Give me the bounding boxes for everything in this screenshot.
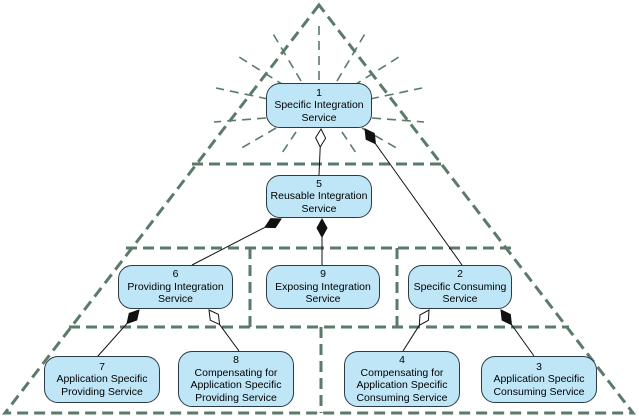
node-application-specific-consuming-service[interactable]: 3 Application Specific Consuming Service <box>481 356 597 403</box>
node-label: Exposing Integration <box>275 280 371 293</box>
connector-n4-n2 <box>402 324 420 352</box>
node-reusable-integration-service[interactable]: 5 Reusable Integration Service <box>266 175 372 218</box>
open-diamond-icon <box>418 309 430 327</box>
node-label: Providing Integration <box>127 280 224 293</box>
filled-diamond-icon <box>126 309 140 325</box>
node-specific-consuming-service[interactable]: 2 Specific Consuming Service <box>408 265 512 309</box>
node-number: 6 <box>172 268 179 281</box>
node-label: Consuming Service <box>356 391 448 404</box>
node-compensating-consuming-service[interactable]: 4 Compensating for Application Specific … <box>344 351 460 407</box>
connector-n3-n2 <box>511 324 535 357</box>
node-label: Specific Consuming <box>413 280 507 293</box>
node-compensating-providing-service[interactable]: 8 Compensating for Application Specific … <box>178 351 294 407</box>
node-label: Specific Integration <box>274 99 364 112</box>
node-label: Application Specific <box>190 379 282 391</box>
node-label: Service <box>305 293 341 306</box>
node-label: Application Specific <box>56 373 148 386</box>
node-label: Compensating for <box>360 366 444 379</box>
node-specific-integration-service[interactable]: 1 Specific Integration Service <box>266 83 372 128</box>
node-label: Compensating for <box>194 366 278 379</box>
open-diamond-icon <box>315 127 327 149</box>
apex-ray <box>336 31 367 82</box>
apex-rays <box>213 24 425 157</box>
node-number: 1 <box>316 86 322 99</box>
apex-ray <box>369 87 423 100</box>
node-number: 2 <box>457 268 463 281</box>
node-number: 4 <box>399 354 405 366</box>
node-number: 7 <box>99 360 105 373</box>
node-label: Service <box>301 111 337 124</box>
filled-diamond-icon <box>264 218 282 229</box>
apex-ray <box>235 54 286 87</box>
connector-n8-n6 <box>219 324 240 352</box>
node-label: Service <box>301 202 337 215</box>
apex-ray <box>237 127 277 151</box>
node-exposing-integration-service[interactable]: 9 Exposing Integration Service <box>266 265 380 309</box>
filled-diamond-icon <box>364 128 377 145</box>
apex-ray <box>279 131 297 157</box>
connector-n5-n1 <box>318 146 321 176</box>
node-label: Providing Service <box>61 385 143 398</box>
node-label: Service <box>442 293 478 306</box>
connectors <box>97 127 535 357</box>
connector-n2-n1 <box>375 143 463 266</box>
apex-ray <box>371 117 425 123</box>
node-number: 8 <box>233 354 239 366</box>
apex-ray <box>215 87 269 100</box>
filled-diamond-icon <box>316 217 328 239</box>
filled-diamond-icon <box>500 309 513 326</box>
node-label: Service <box>157 293 193 306</box>
node-label: Consuming Service <box>493 385 585 398</box>
node-number: 9 <box>320 268 326 281</box>
open-diamond-icon <box>208 309 221 326</box>
apex-ray <box>271 31 302 82</box>
node-label: Application Specific <box>493 373 585 386</box>
node-number: 3 <box>536 360 542 373</box>
apex-ray <box>341 131 359 157</box>
node-label: Providing Service <box>195 391 277 404</box>
node-application-specific-providing-service[interactable]: 7 Application Specific Providing Service <box>44 356 160 403</box>
apex-ray <box>213 117 267 123</box>
node-label: Reusable Integration <box>270 190 368 203</box>
connector-n6-n5 <box>191 226 266 266</box>
apex-ray <box>352 54 403 87</box>
connector-n7-n6 <box>97 323 128 357</box>
node-number: 5 <box>316 177 322 190</box>
node-providing-integration-service[interactable]: 6 Providing Integration Service <box>118 265 233 309</box>
node-label: Application Specific <box>356 379 448 391</box>
